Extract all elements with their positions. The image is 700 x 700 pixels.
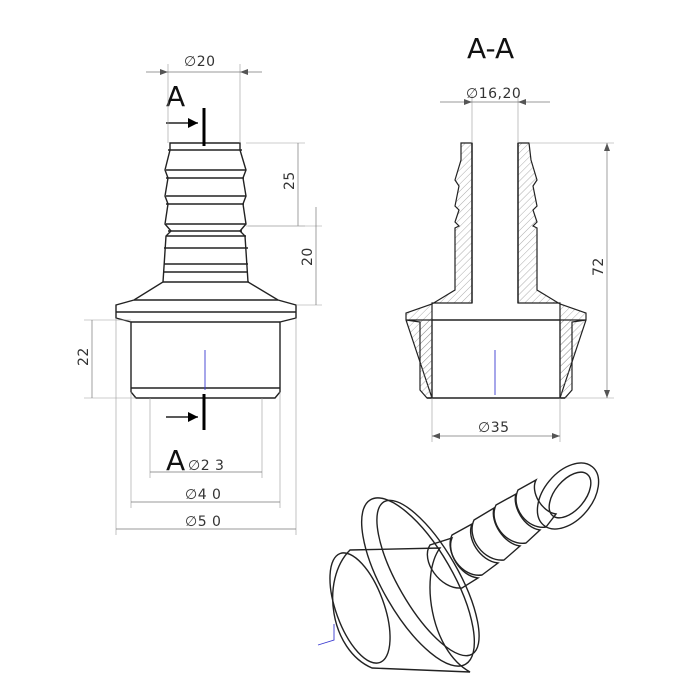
dim-socket-diameter: ∅4 0 <box>185 487 221 503</box>
iso-barb-1 <box>426 536 481 589</box>
section-title: A-A <box>467 32 514 65</box>
iso-barb-2 <box>449 522 500 576</box>
iso-flange-inner <box>376 499 480 657</box>
front-view: A A ∅20 25 20 22 ∅2 3 ∅4 0 <box>76 54 322 535</box>
front-tip-outline <box>115 142 297 399</box>
dim-socket-length: 22 <box>76 347 92 366</box>
iso-socket-body <box>331 547 471 673</box>
dim-total-length: 72 <box>591 257 607 276</box>
dim-inner-diameter: ∅2 3 <box>188 458 224 474</box>
iso-barb-5 <box>515 478 558 528</box>
section-wall-left <box>405 142 473 399</box>
section-view: A-A ∅16,20 72 ∅35 <box>405 32 614 442</box>
iso-barb-4 <box>493 492 542 544</box>
dim-flange-diameter: ∅5 0 <box>185 514 221 530</box>
iso-axis-marker <box>317 624 335 646</box>
dim-tip-diameter: ∅20 <box>184 54 216 70</box>
section-arrowhead-bottom <box>188 412 198 422</box>
section-arrowhead-top <box>188 118 198 128</box>
dim-mid-length: 20 <box>300 247 316 266</box>
iso-flange-outer <box>360 497 476 667</box>
section-mark-top: A <box>166 80 185 113</box>
section-wall-right <box>517 142 587 399</box>
isometric-view <box>317 462 600 673</box>
dim-socket-diameter-section: ∅35 <box>478 420 510 436</box>
iso-tip-outer <box>536 462 600 530</box>
iso-socket-end <box>329 552 391 664</box>
dim-bore-diameter: ∅16,20 <box>466 86 521 102</box>
dim-barb-length: 25 <box>282 171 298 190</box>
iso-tip-bore <box>548 471 592 519</box>
section-mark-bottom: A <box>166 444 185 477</box>
